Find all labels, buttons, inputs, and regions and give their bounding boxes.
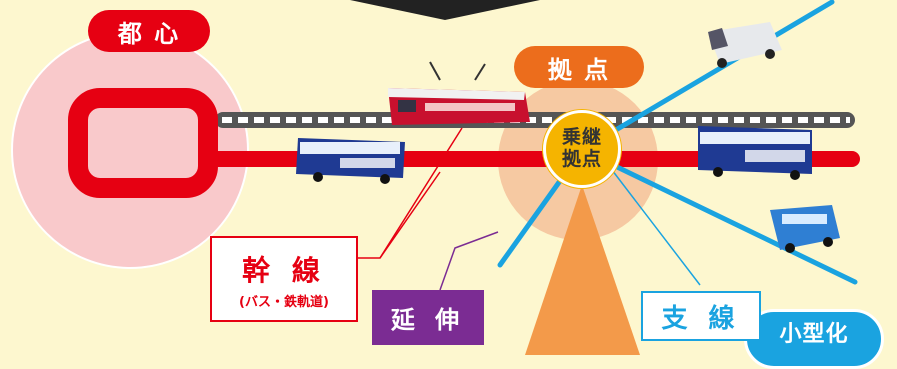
city-center-label: 都 心	[88, 10, 210, 52]
downsizing-label: 小型化	[744, 309, 884, 369]
hub-label: 拠 点	[514, 46, 644, 88]
branch-leader	[611, 169, 701, 286]
branch-line-label: 支 線	[641, 291, 761, 341]
tram	[388, 61, 530, 125]
transfer-hub-badge: 乗継 拠点	[543, 110, 621, 188]
trunk-leader-lines	[358, 127, 463, 259]
downsizing-text: 小型化	[779, 322, 849, 347]
extension-label: 延 伸	[372, 290, 484, 345]
trunk-line-title: 幹 線	[242, 253, 326, 287]
extension-text: 延 伸	[390, 306, 466, 334]
branch-line-text: 支 線	[661, 303, 741, 334]
transfer-hub-line2: 拠点	[561, 148, 602, 170]
transfer-hub-line1: 乗継	[561, 126, 602, 149]
bus-left	[296, 138, 405, 184]
trunk-line-subtitle: (バス・鉄軌道)	[239, 294, 329, 310]
city-center-square	[68, 88, 218, 198]
top-arrow	[350, 0, 540, 20]
hub-text: 拠 点	[547, 55, 611, 84]
bus-right	[698, 126, 812, 180]
extension-leader	[439, 231, 499, 291]
orange-spotlight	[525, 185, 640, 355]
van	[708, 22, 782, 68]
railway-line	[215, 112, 855, 128]
city-center-text: 都 心	[117, 19, 181, 48]
transit-network-diagram	[11, 0, 860, 355]
trunk-line-label: 幹 線 (バス・鉄軌道)	[210, 236, 358, 322]
small-bus	[770, 205, 840, 253]
